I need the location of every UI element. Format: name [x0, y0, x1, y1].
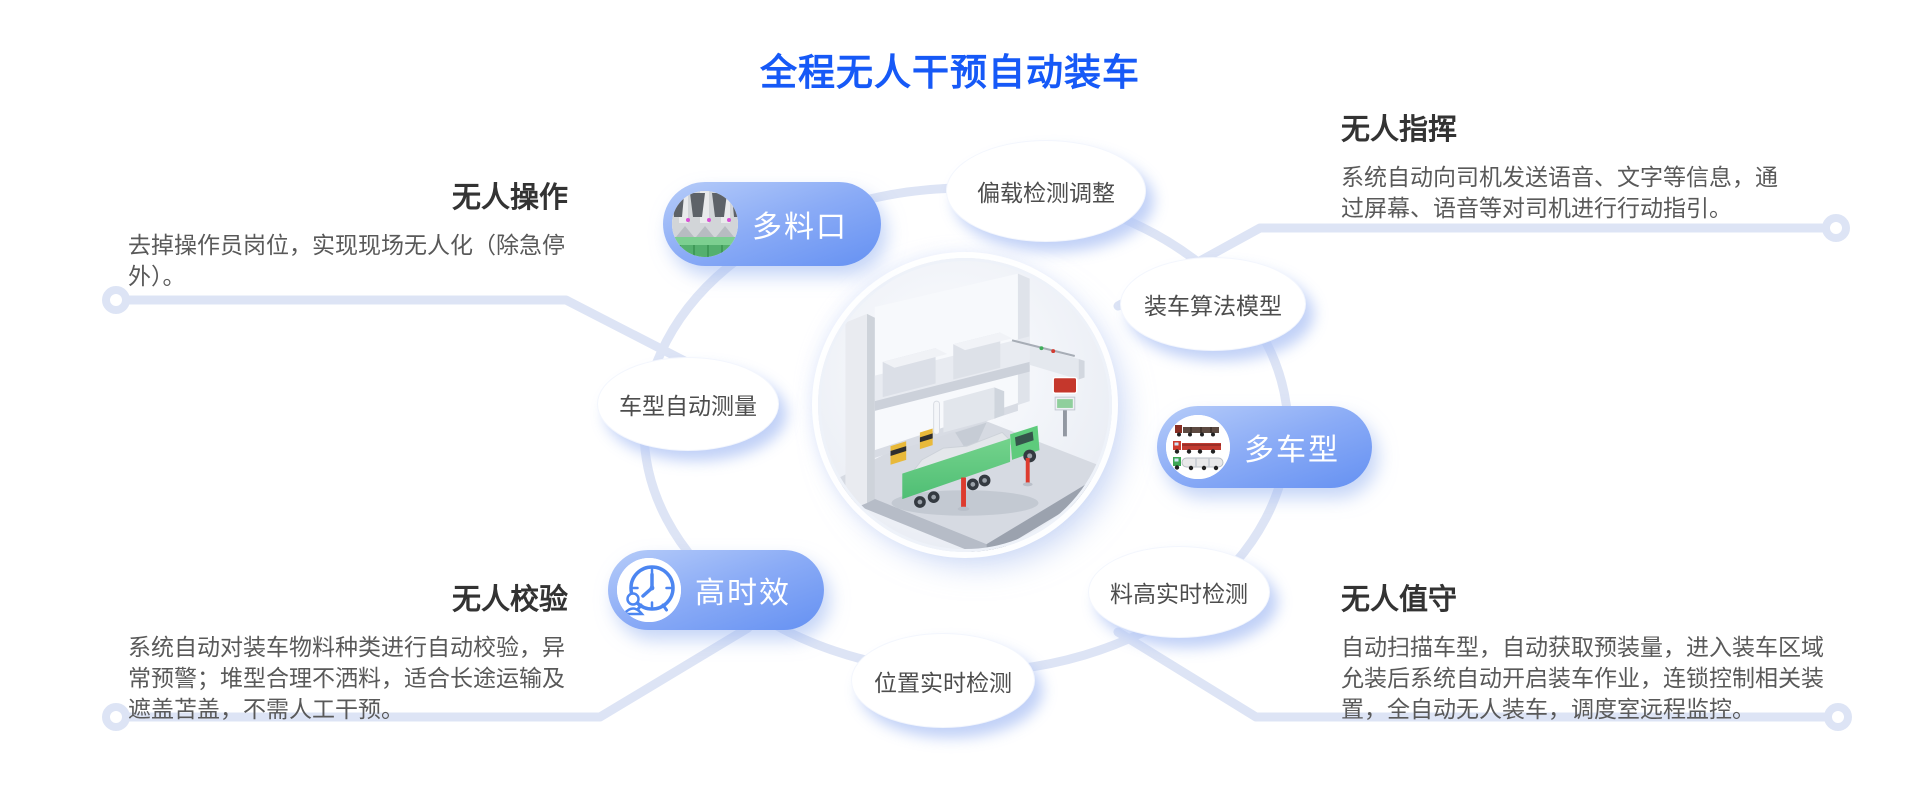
bubble-label: 偏载检测调整: [977, 180, 1115, 206]
section-body: 去掉操作员岗位，实现现场无人化（除急停 外）。: [128, 232, 565, 289]
bubble-loading-algorithm: 装车算法模型: [1120, 257, 1306, 351]
bubble-material-height: 料高实时检测: [1088, 546, 1270, 638]
section-heading: 无人操作: [451, 182, 568, 214]
bubble-label: 料高实时检测: [1110, 581, 1248, 607]
red-truck: [1173, 441, 1221, 454]
connector-endpoint-ring: [102, 703, 130, 731]
loading-hopper: [933, 387, 1005, 449]
section-unmanned-operation: 无人操作 去掉操作员岗位，实现现场无人化（除急停 外）。: [128, 174, 568, 292]
striped-pillar-base: [890, 428, 933, 465]
section-heading: 无人校验: [451, 584, 568, 616]
pill-high-efficiency: 高时效: [608, 550, 824, 630]
clock-person-icon: [617, 558, 681, 622]
section-body: 系统自动向司机发送语音、文字等信息，通 过屏幕、语音等对司机进行行动指引。: [1341, 164, 1778, 221]
section-unmanned-verification: 无人校验 系统自动对装车物料种类进行自动校验，异 常预警；堆型合理不洒料，适合长…: [128, 576, 568, 725]
pill-multi-outlets: 多料口: [663, 182, 881, 266]
connector-endpoint-ring: [1822, 214, 1850, 242]
connector-endpoint-ring: [102, 286, 130, 314]
pill-label: 多料口: [752, 211, 848, 244]
safety-posts: [890, 428, 1033, 512]
bubble-label: 装车算法模型: [1144, 293, 1282, 319]
multi-outlet-photo-icon: [672, 191, 738, 257]
connector-endpoint-ring: [1824, 703, 1852, 731]
pill-label: 多车型: [1244, 434, 1340, 467]
section-unmanned-standby: 无人值守 自动扫描车型，自动获取预装量，进入装车区域 允装后系统自动开启装车作业…: [1341, 576, 1857, 725]
connector-bottom-left: [111, 623, 753, 722]
bubble-label: 车型自动测量: [619, 393, 757, 419]
green-tanker-truck: [1173, 457, 1224, 471]
bubble-offload-detection: 偏载检测调整: [946, 140, 1146, 242]
bubble-label: 位置实时检测: [874, 669, 1012, 696]
section-unmanned-command: 无人指挥 系统自动向司机发送语音、文字等信息，通 过屏幕、语音等对司机进行行动指…: [1341, 106, 1857, 224]
section-body: 自动扫描车型，自动获取预装量，进入装车区域 允装后系统自动开启装车作业，连锁控制…: [1341, 634, 1824, 722]
flatbed-truck: [1175, 425, 1219, 437]
page-title: 全程无人干预自动装车: [760, 52, 1140, 93]
green-truck: [902, 425, 1040, 508]
loading-station-illustration: [818, 258, 1112, 552]
gantry-and-sign: [1011, 339, 1078, 437]
multi-truck-types-icon: [1166, 415, 1230, 479]
pill-label: 高时效: [695, 577, 791, 610]
pill-multi-truck-types: 多车型: [1157, 406, 1372, 488]
overhead-beams: [874, 332, 1085, 411]
connector-bottom-right: [1113, 627, 1843, 722]
connector-top-left: [111, 295, 711, 377]
bubble-position-detection: 位置实时检测: [851, 633, 1035, 728]
section-body: 系统自动对装车物料种类进行自动校验，异 常预警；堆型合理不洒料，适合长途运输及 …: [128, 634, 565, 722]
section-heading: 无人值守: [1341, 584, 1458, 616]
section-heading: 无人指挥: [1341, 114, 1458, 146]
loading-station-photo: [818, 258, 1112, 552]
photo-rim: [818, 258, 1112, 552]
bubble-vehicle-measure: 车型自动测量: [597, 357, 779, 451]
